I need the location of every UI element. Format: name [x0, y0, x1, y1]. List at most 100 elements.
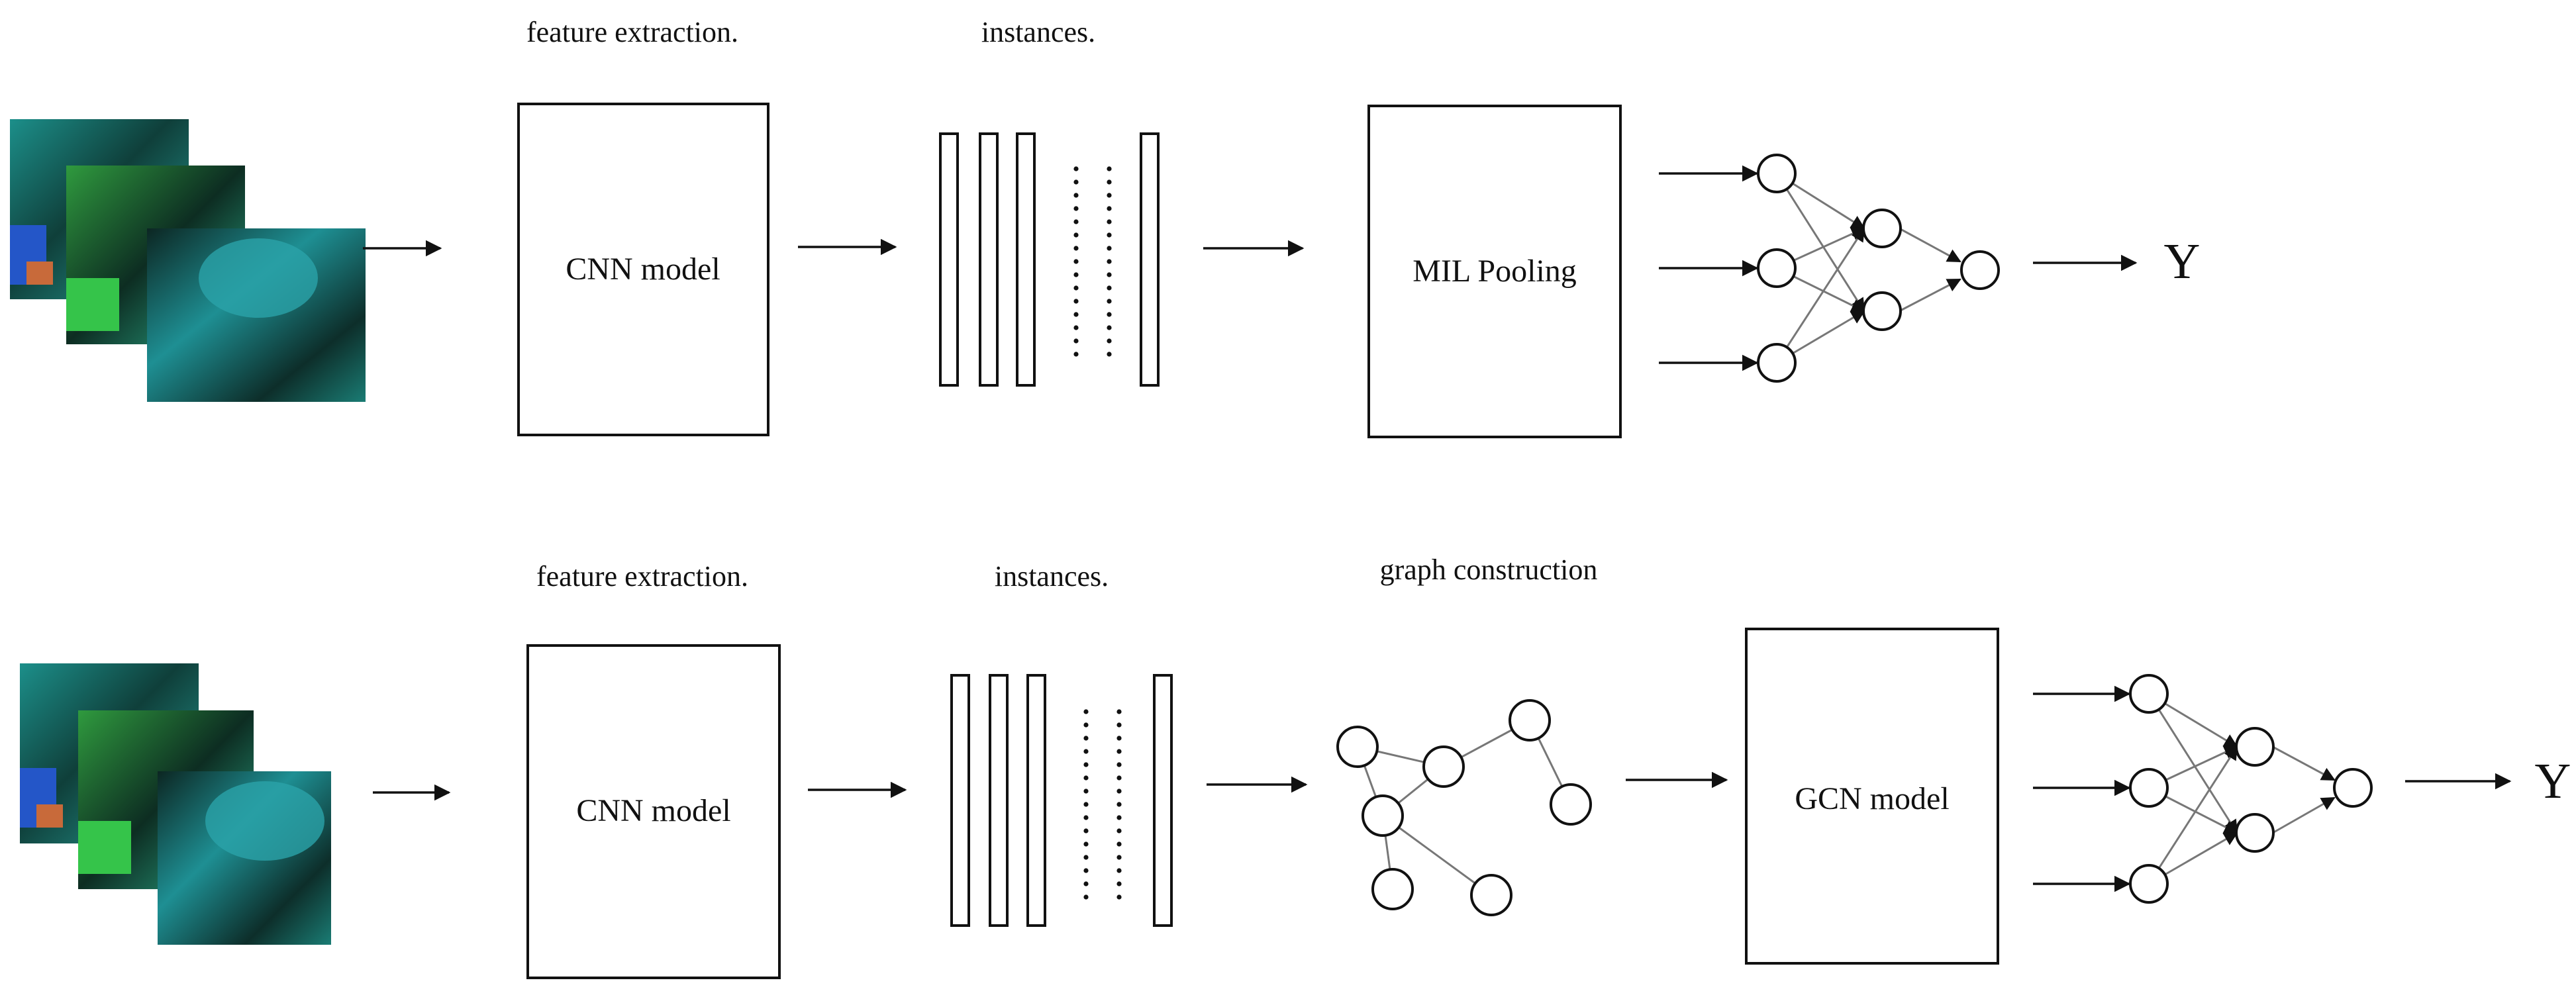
bottom-instance-bars	[950, 674, 1173, 927]
bottom-row: feature extraction. CNN model instances.…	[20, 553, 2571, 979]
ellipsis-dot	[1083, 736, 1089, 741]
ellipsis-dot	[1083, 841, 1089, 847]
instance-bar	[1016, 132, 1036, 387]
ellipsis-dot	[1083, 762, 1089, 767]
ellipsis-dot	[1107, 219, 1112, 224]
top-instance-bars	[939, 132, 1160, 387]
top-neural-network	[1659, 154, 2000, 383]
ellipsis-dot	[1107, 166, 1112, 171]
ellipsis-dot	[1116, 722, 1122, 728]
ellipsis-dot	[1107, 179, 1112, 185]
nn-node	[2129, 674, 2169, 714]
nn-node	[2235, 813, 2275, 853]
top-row: feature extraction. CNN model instances.…	[10, 16, 2200, 438]
top-mil-pooling-box	[1367, 105, 1622, 438]
ellipsis-dot	[1083, 722, 1089, 728]
ellipsis-dot	[1073, 352, 1079, 357]
bottom-output-label: Y	[2535, 753, 2571, 809]
ellipsis-dot	[1116, 868, 1122, 873]
ellipsis-dot	[1116, 841, 1122, 847]
instance-ellipsis	[1073, 166, 1112, 357]
ellipsis-dot	[1107, 206, 1112, 211]
nn-edge	[2148, 693, 2238, 834]
top-image-stack	[10, 119, 366, 402]
nn-node	[1960, 250, 2000, 290]
graph-edge	[1382, 814, 1492, 896]
ellipsis-dot	[1073, 312, 1079, 317]
top-cnn-box	[517, 103, 769, 436]
instance-bar	[950, 674, 970, 927]
bottom-instances-label: instances.	[995, 560, 1109, 593]
ellipsis-dot	[1073, 193, 1079, 198]
graph-node	[1509, 699, 1551, 742]
top-instances-label: instances.	[981, 16, 1095, 48]
graph-node	[1470, 874, 1512, 916]
ellipsis-dot	[1083, 709, 1089, 714]
ellipsis-dot	[1107, 352, 1112, 357]
nn-node	[1757, 248, 1797, 288]
top-feature-extraction-label: feature extraction.	[526, 16, 738, 48]
bottom-neural-network	[2033, 674, 2373, 904]
instance-bar	[1153, 674, 1173, 927]
ellipsis-dot	[1116, 709, 1122, 714]
ellipsis-dot	[1116, 855, 1122, 860]
ellipsis-dot	[1116, 789, 1122, 794]
ellipsis-dot	[1083, 775, 1089, 781]
instance-ellipsis	[1083, 709, 1122, 900]
ellipsis-dot	[1116, 762, 1122, 767]
gcn-label: GCN model	[1795, 781, 1949, 816]
ellipsis-dot	[1073, 232, 1079, 238]
graph-node	[1362, 794, 1404, 837]
ellipsis-dot	[1116, 881, 1122, 886]
nn-node	[2333, 768, 2373, 808]
ellipsis-dot	[1107, 299, 1112, 304]
ellipsis-dot	[1073, 179, 1079, 185]
graph-node	[1422, 745, 1465, 788]
nn-edge	[2272, 796, 2336, 834]
ellipsis-dot	[1073, 246, 1079, 251]
ellipsis-dot	[1073, 206, 1079, 211]
nn-node	[1757, 343, 1797, 383]
ellipsis-dot	[1107, 246, 1112, 251]
nn-edge	[1899, 278, 1961, 312]
instance-graph	[1336, 699, 1592, 916]
ellipsis-dot	[1116, 736, 1122, 741]
nn-edge	[2272, 745, 2336, 781]
ellipsis-dot	[1116, 802, 1122, 807]
ellipsis-dot	[1107, 193, 1112, 198]
ellipsis-dot	[1107, 285, 1112, 291]
ellipsis-dot	[1107, 325, 1112, 330]
graph-node	[1550, 783, 1592, 826]
ellipsis-dot	[1116, 775, 1122, 781]
instance-bar	[939, 132, 959, 387]
bottom-feature-extraction-label: feature extraction.	[536, 560, 748, 593]
ellipsis-dot	[1116, 815, 1122, 820]
nn-node	[1862, 291, 1902, 331]
ellipsis-dot	[1107, 259, 1112, 264]
top-cnn-label: CNN model	[566, 252, 720, 287]
nn-node	[2129, 768, 2169, 808]
ellipsis-dot	[1083, 868, 1089, 873]
ellipsis-dot	[1083, 815, 1089, 820]
ellipsis-dot	[1073, 259, 1079, 264]
ellipsis-dot	[1083, 881, 1089, 886]
nn-node	[1862, 209, 1902, 248]
bottom-cnn-box	[526, 644, 781, 979]
ellipsis-dot	[1083, 789, 1089, 794]
instance-bar	[979, 132, 999, 387]
ellipsis-dot	[1083, 749, 1089, 754]
nn-node	[1757, 154, 1797, 193]
graph-node	[1336, 726, 1379, 768]
ellipsis-dot	[1083, 802, 1089, 807]
ellipsis-dot	[1073, 299, 1079, 304]
ellipsis-dot	[1107, 272, 1112, 277]
gcn-box	[1745, 628, 1999, 965]
ellipsis-dot	[1116, 828, 1122, 834]
ellipsis-dot	[1073, 285, 1079, 291]
instance-bar	[1026, 674, 1046, 927]
bottom-cnn-label: CNN model	[576, 793, 730, 828]
ellipsis-dot	[1107, 232, 1112, 238]
instance-bar	[1140, 132, 1160, 387]
graph-node	[1371, 868, 1414, 910]
